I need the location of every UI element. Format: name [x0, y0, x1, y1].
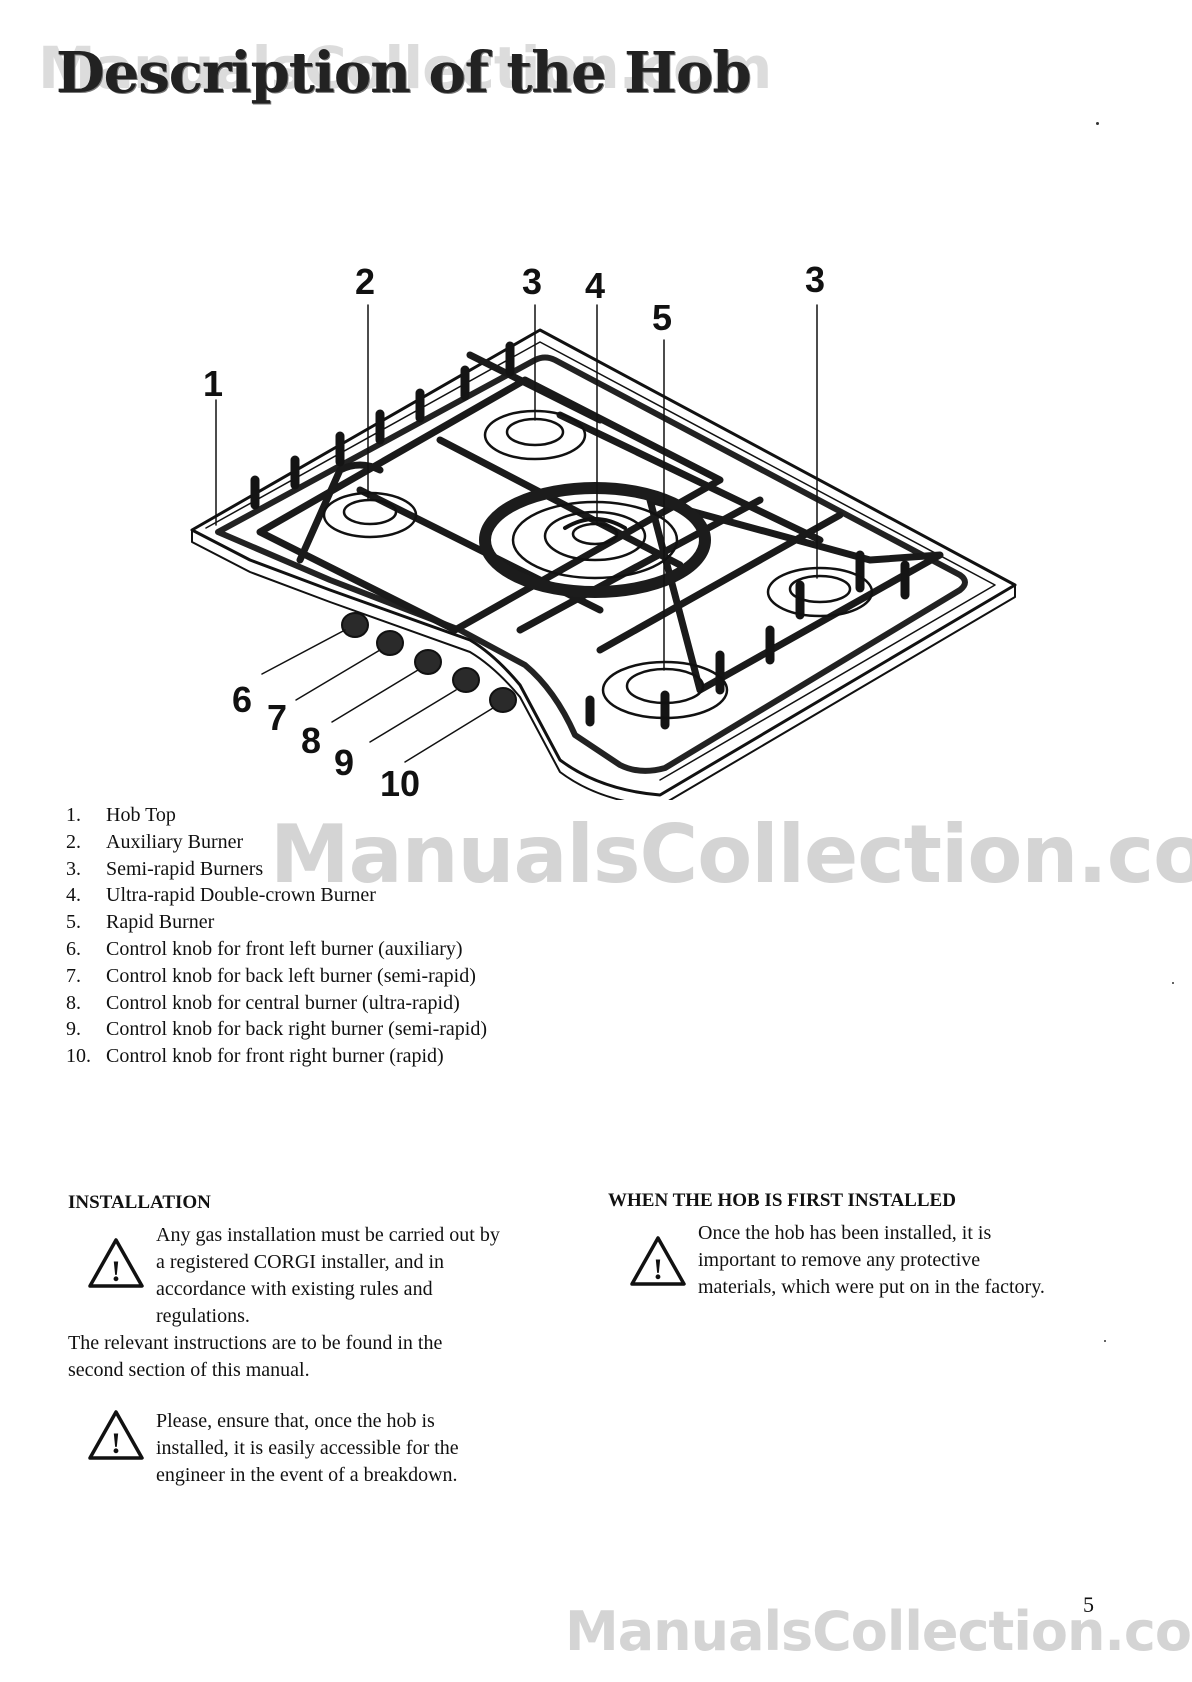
warning-triangle-icon: ! [630, 1236, 686, 1286]
hob-diagram: 1 2 3 4 5 3 6 7 8 9 10 [190, 259, 1017, 800]
hob-top-outline [190, 328, 1017, 797]
control-knob-7 [376, 630, 404, 656]
auxiliary-burner [322, 491, 418, 539]
first-installed-warning: Once the hob has been installed, it is i… [698, 1222, 1045, 1298]
ultra-rapid-burner [479, 482, 711, 598]
list-item: 5.Rapid Burner [66, 911, 215, 934]
list-item: 9.Control knob for back right burner (se… [66, 1018, 488, 1041]
control-knob-6 [341, 612, 369, 638]
callout-6: 6 [232, 679, 252, 720]
control-knob-9 [452, 667, 480, 693]
list-item: 1.Hob Top [66, 804, 176, 826]
page-number: 5 [1083, 1592, 1094, 1617]
list-item: 3.Semi-rapid Burners [66, 857, 264, 880]
callout-10: 10 [380, 763, 420, 800]
list-item: 10.Control knob for front right burner (… [66, 1045, 444, 1068]
list-item: 8.Control knob for central burner (ultra… [66, 991, 460, 1014]
callout-1: 1 [203, 363, 223, 404]
first-installed-heading: WHEN THE HOB IS FIRST INSTALLED [608, 1190, 956, 1211]
callout-2: 2 [355, 261, 375, 302]
list-item: 2.Auxiliary Burner [66, 830, 244, 853]
callout-8: 8 [301, 720, 321, 761]
callout-3-right: 3 [805, 259, 825, 300]
svg-text:!: ! [111, 1255, 121, 1288]
page-title: Description of the Hob [56, 40, 752, 106]
installation-heading: INSTALLATION [68, 1192, 211, 1213]
installation-warning-1: Any gas installation must be carried out… [156, 1224, 500, 1327]
watermark-bottom: ManualsCollection.com [565, 1600, 1192, 1663]
list-item: 6.Control knob for front left burner (au… [66, 937, 463, 960]
installation-warning-2: Please, ensure that, once the hob is ins… [156, 1410, 459, 1486]
control-knob-10 [489, 687, 517, 713]
callout-7: 7 [267, 697, 287, 738]
speck [1104, 1340, 1106, 1342]
watermark-middle: ManualsCollection.com [270, 808, 1192, 901]
rapid-burner [601, 660, 729, 720]
installation-instructions: The relevant instructions are to be foun… [68, 1332, 443, 1381]
callout-3-left: 3 [522, 261, 542, 302]
parts-list: 1.Hob Top 2.Auxiliary Burner 3.Semi-rapi… [66, 802, 487, 1070]
list-item: 4.Ultra-rapid Double-crown Burner [66, 884, 376, 907]
semi-rapid-burner-right [766, 566, 874, 618]
svg-text:!: ! [111, 1427, 121, 1460]
callout-9: 9 [334, 742, 354, 783]
callout-5: 5 [652, 297, 672, 338]
control-knob-8 [414, 649, 442, 675]
speck [1172, 982, 1174, 984]
svg-text:!: ! [653, 1253, 663, 1286]
list-item: 7.Control knob for back left burner (sem… [66, 964, 476, 987]
callout-4: 4 [585, 265, 605, 306]
warning-triangle-icon: ! [88, 1410, 144, 1460]
speck [1096, 122, 1099, 125]
warning-triangle-icon: ! [88, 1238, 144, 1288]
watermark-top: ManualsCollection.com [38, 34, 772, 102]
